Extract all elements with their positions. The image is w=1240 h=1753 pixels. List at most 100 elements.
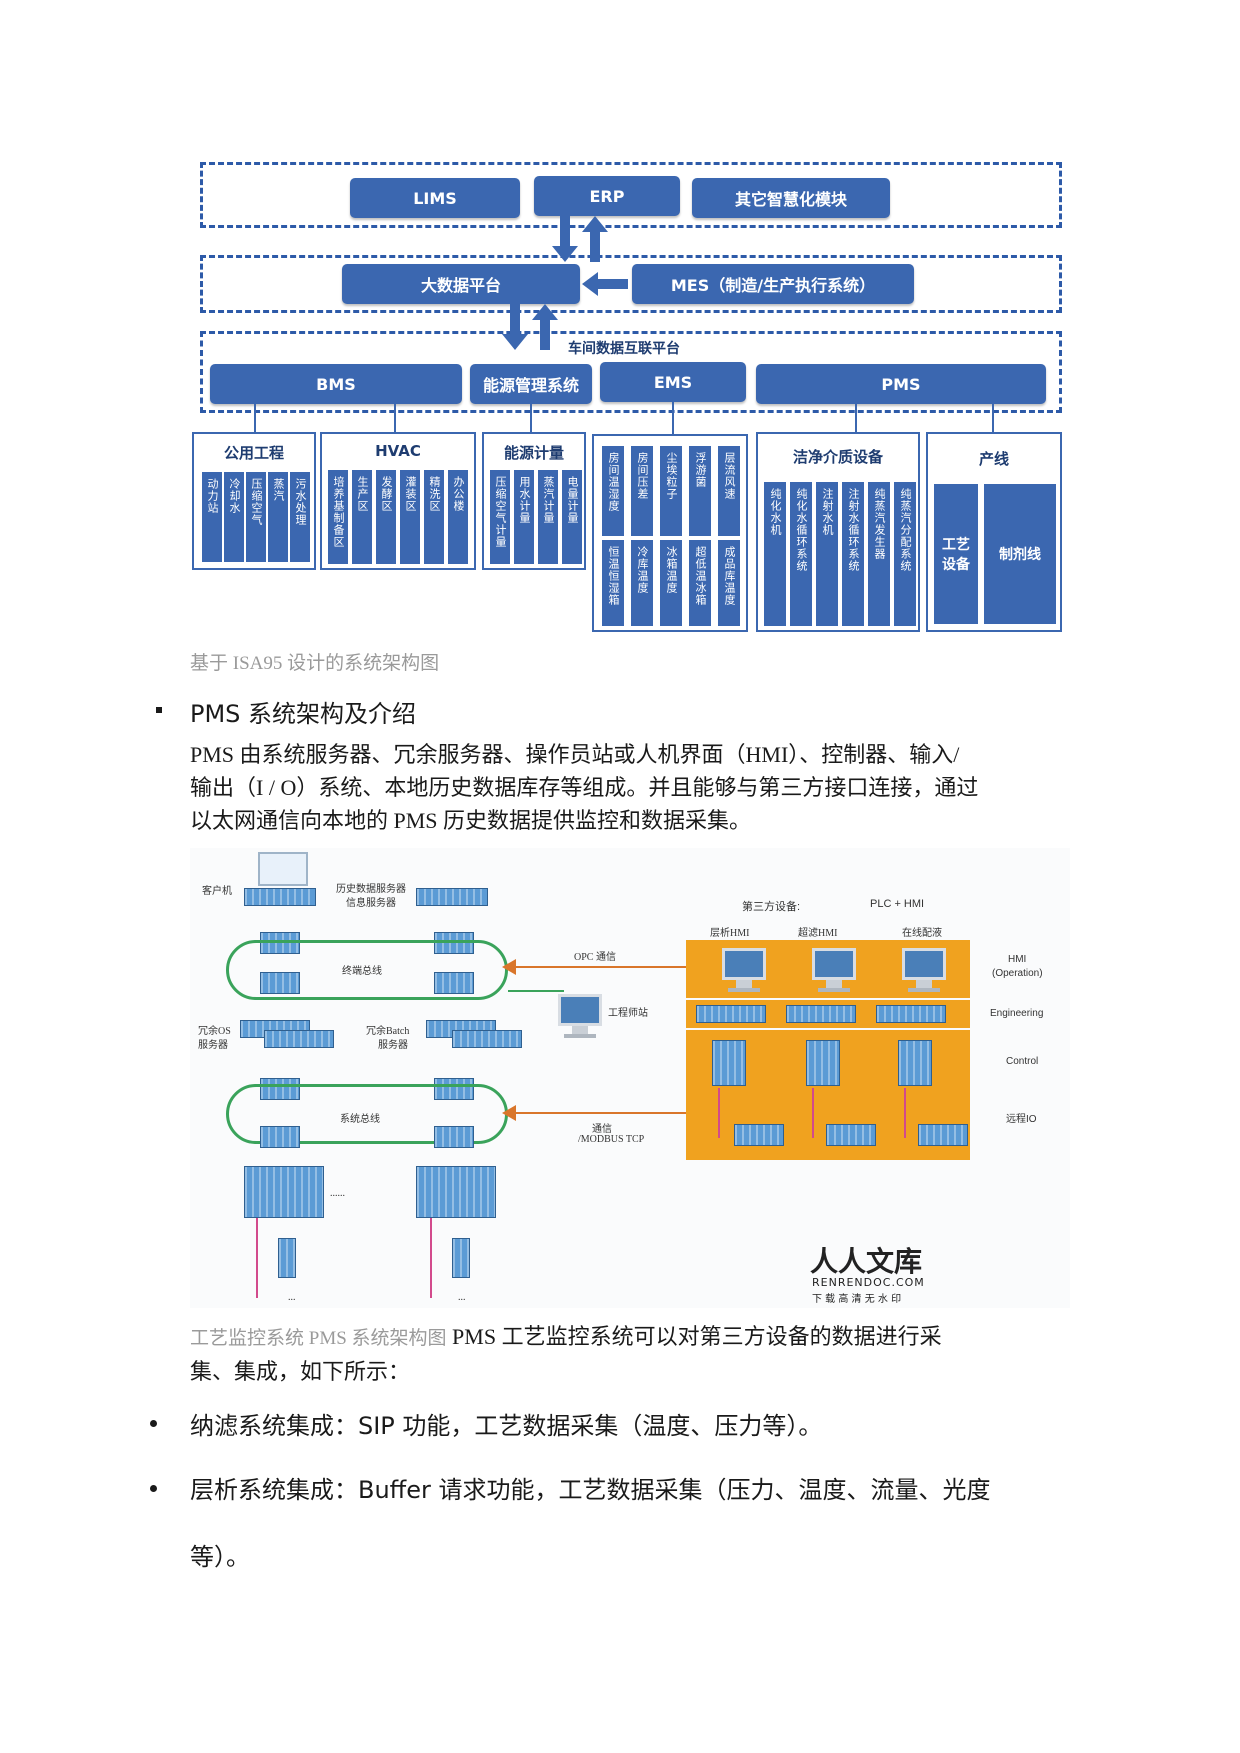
redundant-batch-label: 冗余Batch	[366, 1026, 410, 1037]
cell-wfi-machine: 注射水机	[816, 482, 838, 626]
cell-purified-water-loop: 纯化水循环系统	[790, 482, 812, 626]
top-layer-frame	[200, 162, 1062, 228]
bullet-line: 层析系统集成：Buffer 请求功能，工艺数据采集（压力、温度、流量、光度	[190, 1476, 991, 1504]
bms-box: BMS	[210, 364, 462, 404]
client-rack	[244, 888, 316, 906]
remote-io-rack	[918, 1124, 968, 1146]
cell-steam: 蒸汽	[268, 472, 288, 562]
more-dots: ......	[330, 1188, 345, 1199]
paragraph-line: PMS 由系统服务器、冗余服务器、操作员站或人机界面（HMI）、控制器、输入/	[190, 742, 960, 767]
cell-pure-steam-generator: 纯蒸汽发生器	[868, 482, 890, 626]
mes-box: MES（制造/生产执行系统）	[632, 264, 914, 304]
watermark-slogan: 下 载 高 清 无 水 印	[812, 1294, 902, 1305]
batch-server-rack	[452, 1030, 522, 1048]
modbus-label: /MODBUS TCP	[578, 1134, 645, 1145]
info-server-label: 信息服务器	[346, 898, 396, 909]
third-party-label: 第三方设备:	[742, 901, 801, 913]
cell-power-station: 动力站	[202, 472, 222, 562]
bullet-chromatography: 层析系统集成：Buffer 请求功能，工艺数据采集（压力、温度、流量、光度 等）…	[190, 1470, 1070, 1572]
big-data-platform-box: 大数据平台	[342, 264, 580, 304]
io-cable	[904, 1088, 906, 1138]
opc-arrow	[508, 966, 704, 968]
cell-pure-steam-distribution: 纯蒸汽分配系统	[894, 482, 916, 626]
switch-rack	[260, 972, 300, 994]
platform-layer-frame	[200, 331, 1062, 413]
engineering-rack	[786, 1005, 856, 1023]
cell-preparation-line: 制剂线	[984, 484, 1056, 624]
round-bullet-icon	[150, 1420, 157, 1427]
client-label: 客户机	[202, 886, 232, 897]
server-label: 服务器	[198, 1040, 228, 1051]
opc-label: OPC 通信	[574, 952, 616, 963]
connector	[855, 404, 857, 432]
caption-paragraph: 工艺监控系统 PMS 系统架构图 PMS 工艺监控系统可以对第三方设备的数据进行…	[190, 1320, 1070, 1388]
switch-rack	[434, 1078, 474, 1100]
redundant-os-label: 冗余OS	[198, 1026, 231, 1037]
cell-medium-prep: 培养基制备区	[328, 470, 348, 564]
comm-label: 通信	[592, 1124, 612, 1135]
controller-rack	[416, 1166, 496, 1218]
cell-fridge-temp: 冰箱温度	[660, 540, 682, 626]
server-label: 服务器	[378, 1040, 408, 1051]
panel-title: HVAC	[375, 442, 421, 460]
switch-rack	[260, 1078, 300, 1100]
more-ellipsis: ...	[458, 1292, 466, 1303]
history-server-rack	[416, 888, 488, 906]
io-cable	[812, 1088, 814, 1138]
plc-rack	[806, 1040, 840, 1086]
cell-filling: 灌装区	[400, 470, 420, 564]
cell-purified-water: 纯化水机	[764, 482, 786, 626]
engineering-rack	[876, 1005, 946, 1023]
cell-wfi-loop: 注射水循环系统	[842, 482, 864, 626]
cell-room-pressure: 房间压差	[631, 446, 653, 536]
panel-title: 洁净介质设备	[792, 448, 883, 466]
field-cable	[256, 1218, 258, 1298]
erp-box: ERP	[534, 176, 680, 216]
cell-cold-storage: 冷库温度	[631, 540, 653, 626]
terminal-bus-ring	[226, 940, 508, 1000]
caption-text: 集、集成，如下所示：	[190, 1359, 411, 1384]
panel-energy-metering: 能源计量 压缩空气计量 用水计量 蒸汽计量 电量计量	[482, 432, 586, 570]
arrow-head-icon	[502, 1105, 516, 1121]
panel-title: 产线	[978, 450, 1009, 468]
energy-management-box: 能源管理系统	[470, 364, 592, 404]
connector	[672, 402, 674, 434]
client-monitor-icon	[258, 852, 308, 886]
cell-dust-particles: 尘埃粒子	[660, 446, 682, 536]
figure-caption-2: 工艺监控系统 PMS 系统架构图	[190, 1328, 447, 1349]
controller-rack	[244, 1166, 324, 1218]
middle-layer-frame	[200, 255, 1062, 313]
plc-hmi-label: PLC + HMI	[870, 898, 925, 910]
engineering-rack	[696, 1005, 766, 1023]
intro-paragraph: PMS 由系统服务器、冗余服务器、操作员站或人机界面（HMI）、控制器、输入/ …	[190, 738, 1070, 837]
platform-label: 车间数据互联平台	[568, 341, 680, 357]
connector	[394, 404, 396, 432]
io-device	[452, 1238, 470, 1278]
remote-io-rack	[826, 1124, 876, 1146]
cell-laminar-flow: 层流风速	[718, 446, 740, 536]
watermark-title: 人人文库	[810, 1245, 923, 1278]
side-label-engineering: Engineering	[990, 1008, 1044, 1019]
connector	[992, 404, 994, 432]
panel-environment: 房间温湿度 房间压差 尘埃粒子 浮游菌 层流风速 恒温恒湿箱 冷库温度 冰箱温度…	[592, 434, 748, 632]
history-server-label: 历史数据服务器	[336, 884, 406, 895]
cell-ultra-low-freezer: 超低温冰箱	[689, 540, 711, 626]
cell-sewage: 污水处理	[290, 472, 310, 562]
terminal-bus-label: 终端总线	[342, 966, 382, 977]
panel-title: 能源计量	[503, 444, 564, 462]
system-bus-label: 系统总线	[340, 1114, 380, 1125]
connector	[254, 404, 256, 432]
os-server-rack	[264, 1030, 334, 1048]
mes-to-bigdata-arrow	[582, 272, 628, 296]
panel-production-line: 产线 工艺设备 制剂线	[926, 432, 1062, 632]
hmi-monitor-icon	[902, 948, 946, 994]
cell-washing: 精洗区	[424, 470, 444, 564]
io-cable	[718, 1088, 720, 1138]
engineer-station-label: 工程师站	[608, 1008, 648, 1019]
panel-title: 公用工程	[223, 444, 284, 462]
plc-rack	[898, 1040, 932, 1086]
bullet-line: 等）。	[190, 1543, 250, 1571]
cell-process-equipment: 工艺设备	[934, 484, 978, 624]
remote-io-rack	[734, 1124, 784, 1146]
isa95-architecture-diagram: LIMS ERP 其它智慧化模块 大数据平台 MES（制造/生产执行系统） 车间…	[190, 158, 1070, 636]
